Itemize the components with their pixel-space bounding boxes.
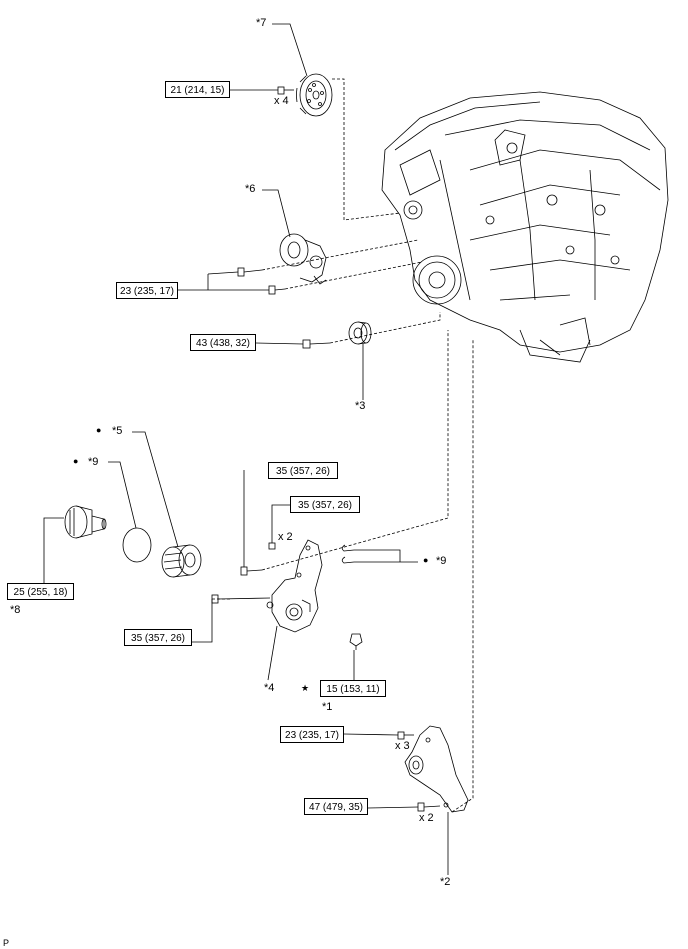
torque-spec-box: 23 (235, 17) — [280, 726, 344, 743]
torque-spec-box: 25 (255, 18) — [7, 583, 74, 600]
part-label: *4 — [264, 682, 275, 694]
quantity-label: x 4 — [274, 95, 289, 107]
pulley-bolt-illustration — [277, 86, 294, 95]
oil-pressure-sensor-illustration — [349, 633, 363, 650]
quantity-label: x 2 — [419, 812, 434, 824]
mount-bolts-illustration — [397, 731, 441, 812]
torque-spec-box: 35 (357, 26) — [124, 629, 192, 646]
torque-spec-box: 21 (214, 15) — [165, 81, 230, 98]
part-label: *8 — [10, 604, 21, 616]
o-ring-illustration — [122, 527, 152, 563]
quantity-label: x 3 — [395, 740, 410, 752]
bullet-marker: ● — [96, 425, 102, 435]
torque-spec-box: 47 (479, 35) — [304, 798, 368, 815]
part-label: *6 — [245, 183, 256, 195]
part-label: *9 — [88, 456, 99, 468]
engine-mount-bracket-illustration — [404, 725, 469, 813]
part-label: *5 — [112, 425, 123, 437]
crankshaft-pulley-illustration — [296, 73, 333, 117]
torque-spec-box: 23 (235, 17) — [116, 282, 178, 299]
idler-pulley-illustration — [348, 321, 372, 345]
torque-spec-box: 35 (357, 26) — [290, 496, 360, 513]
part-label: *3 — [355, 400, 366, 412]
tensioner-illustration — [279, 233, 327, 285]
assembly-lines — [210, 78, 474, 813]
oil-filter-bracket-illustration — [266, 539, 323, 633]
bracket-bolts-illustration — [211, 542, 276, 604]
oil-filter-element-illustration — [161, 544, 202, 578]
clips-illustration — [341, 544, 355, 564]
leader-lines — [43, 23, 449, 875]
tensioner-bolts-illustration — [237, 267, 286, 295]
star-marker: ★ — [301, 683, 310, 693]
torque-spec-box: 35 (357, 26) — [268, 462, 338, 479]
part-label: *1 — [322, 701, 333, 713]
part-label: *2 — [440, 876, 451, 888]
illustration-code: P — [3, 938, 10, 948]
oil-filter-cap-illustration — [64, 505, 107, 539]
engine-block-illustration — [381, 91, 669, 363]
idler-bolt-illustration — [302, 339, 331, 349]
quantity-label: x 2 — [278, 531, 293, 543]
torque-spec-box: 15 (153, 11) — [320, 680, 386, 697]
part-label: *9 — [436, 555, 447, 567]
bullet-marker: ● — [73, 456, 79, 466]
bullet-marker: ● — [423, 555, 429, 565]
part-label: *7 — [256, 17, 267, 29]
torque-spec-box: 43 (438, 32) — [190, 334, 256, 351]
